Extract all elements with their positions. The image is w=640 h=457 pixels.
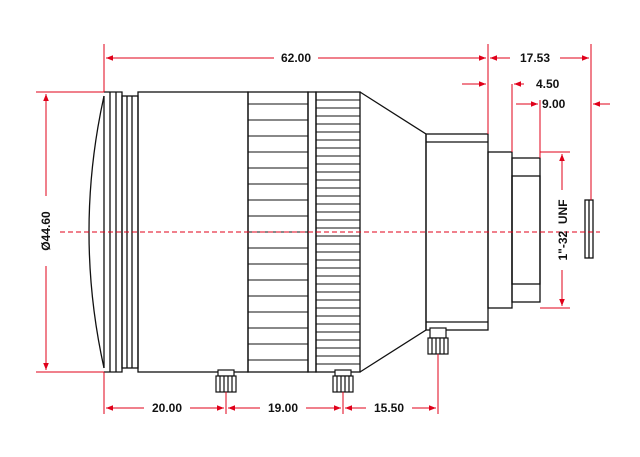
front-glass: [88, 95, 105, 369]
dim-thread: 1"-32 UNF: [556, 199, 570, 260]
lock-screw-1: [215, 369, 237, 393]
dim-flange-back: 17.53: [520, 51, 550, 65]
focus-ring-knurling: [248, 103, 308, 361]
iris-ring-knurling: [316, 99, 360, 365]
lock-screw-3: [427, 327, 449, 355]
dim-screw-3: 15.50: [374, 401, 404, 415]
dim-screw-1: 20.00: [152, 401, 182, 415]
dim-screw-2: 19.00: [268, 401, 298, 415]
dim-back-focus: 9.00: [542, 97, 566, 111]
lock-screw-2: [332, 369, 354, 393]
c-mount-thread: [487, 151, 513, 309]
dim-diameter: Ø44.60: [39, 211, 53, 251]
iris-ring: [315, 91, 361, 373]
dim-overall-length: 62.00: [281, 51, 311, 65]
dim-thread-length: 4.50: [536, 77, 560, 91]
